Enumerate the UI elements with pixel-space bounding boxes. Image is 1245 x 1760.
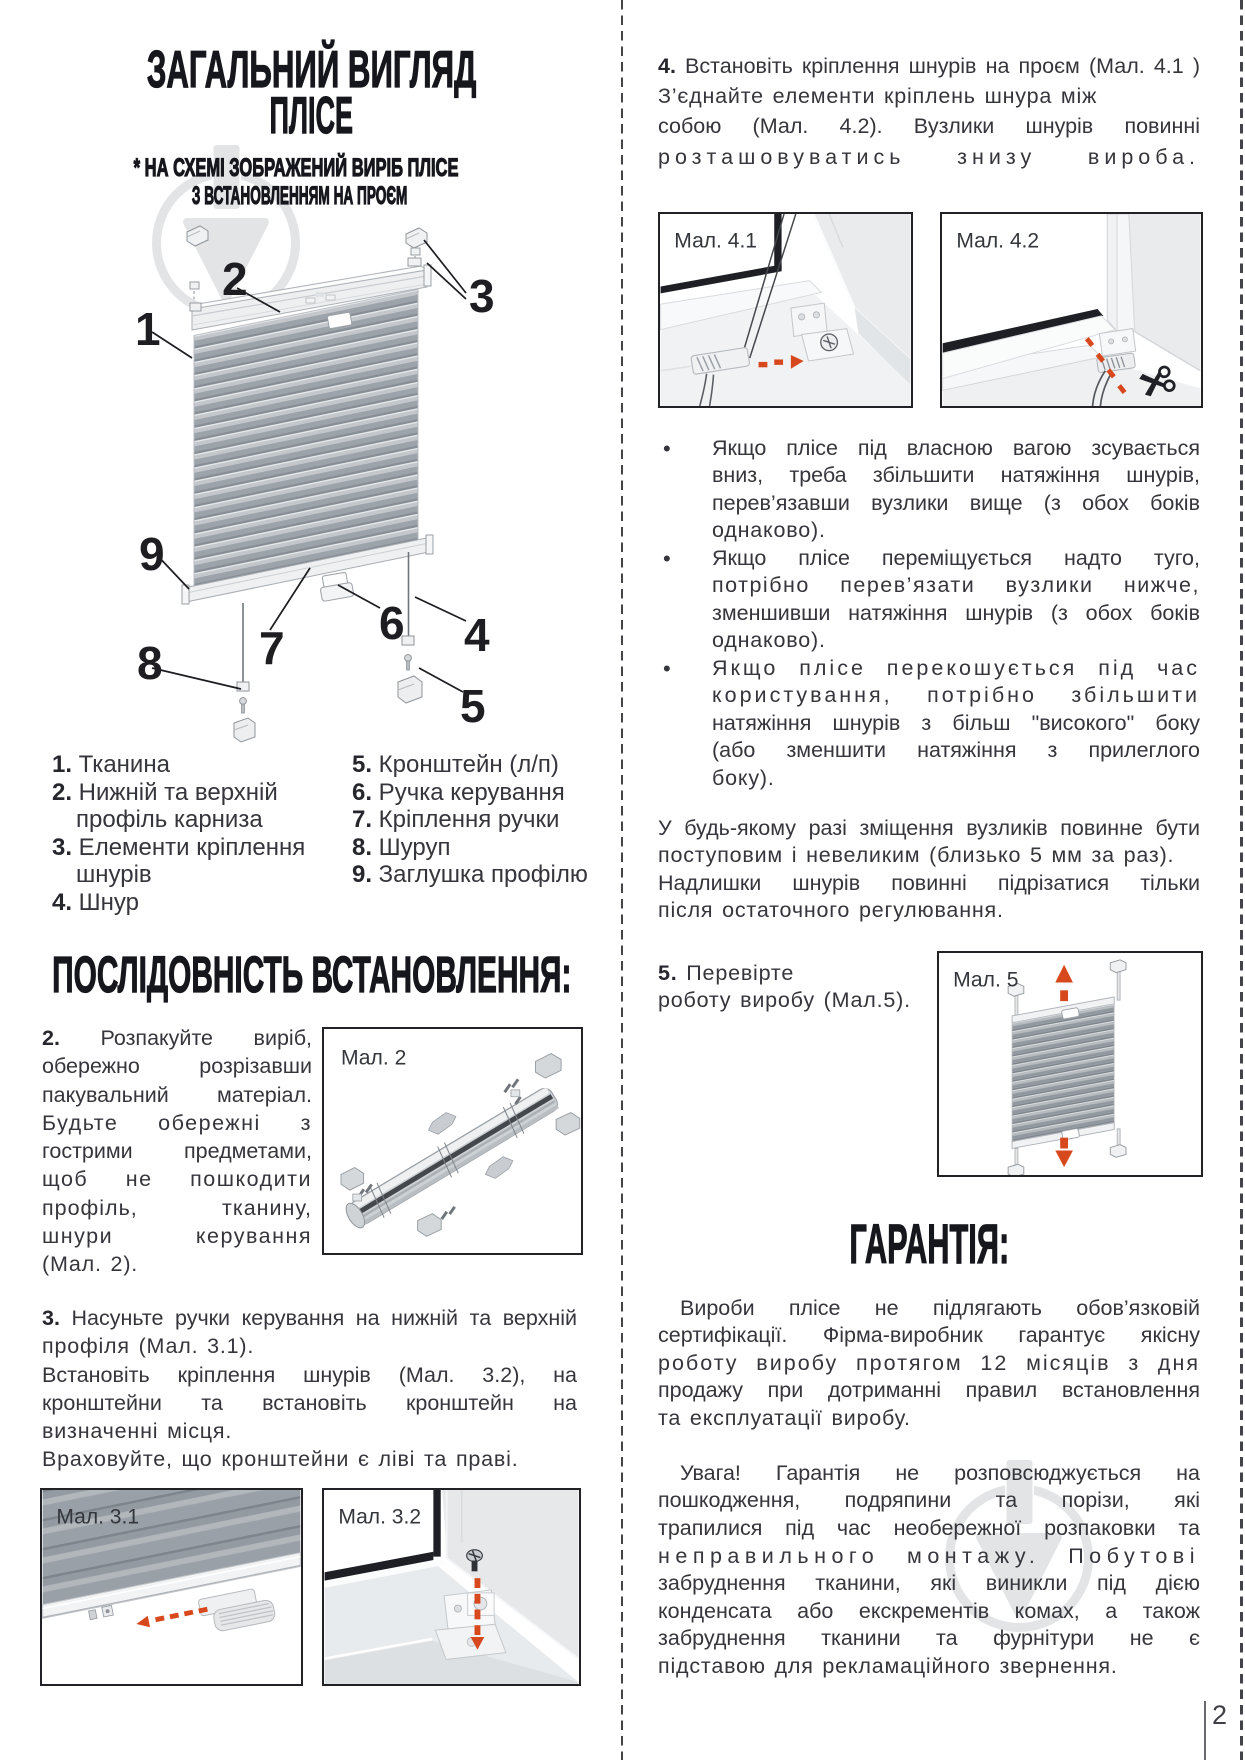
svg-text:7: 7 xyxy=(259,622,285,674)
svg-text:6: 6 xyxy=(379,597,405,649)
svg-text:9: 9 xyxy=(139,528,165,580)
svg-text:Мал. 3.2: Мал. 3.2 xyxy=(338,1505,421,1528)
svg-text:8: 8 xyxy=(137,637,163,689)
svg-text:Мал. 4.1: Мал. 4.1 xyxy=(674,229,757,252)
svg-text:4: 4 xyxy=(464,609,490,661)
svg-text:Мал. 5: Мал. 5 xyxy=(953,968,1018,991)
svg-text:Мал. 4.2: Мал. 4.2 xyxy=(956,229,1039,252)
svg-text:2: 2 xyxy=(222,253,248,305)
svg-text:1: 1 xyxy=(135,303,161,355)
svg-text:Мал. 3.1: Мал. 3.1 xyxy=(56,1505,139,1528)
svg-text:3: 3 xyxy=(469,270,495,322)
svg-text:Мал. 2: Мал. 2 xyxy=(341,1046,406,1069)
svg-text:5: 5 xyxy=(460,680,486,732)
